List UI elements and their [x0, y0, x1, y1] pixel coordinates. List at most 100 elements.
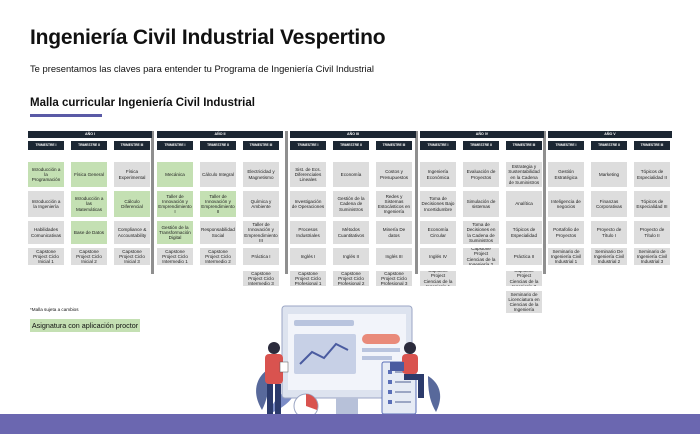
course-cell: Proyecto de Título I	[591, 221, 627, 244]
semester-column: TRIMESTRE III Estrategia y Sustentabilida…	[506, 141, 542, 313]
footer-band	[0, 414, 700, 434]
semester-header: TRIMESTRE III	[634, 141, 670, 150]
course-cell: Capstone Project Ciclo Inicial 3	[114, 248, 150, 265]
course-cell: Responsabilidad Social	[200, 221, 236, 244]
course-cell: Gestión de la Transformación Digital	[157, 221, 193, 244]
gauge-icon	[293, 393, 319, 419]
legend-proctor: Asignatura con aplicación proctor	[30, 319, 140, 332]
section-underline	[30, 114, 102, 117]
course-cell: Investigación de Operaciones	[290, 191, 326, 217]
course-cell: Capstone Project Ciclo Inicial 2	[71, 248, 107, 265]
course-cell: Electricidad y Magnetismo	[243, 162, 279, 187]
semester-column: TRIMESTRE I Sist. de Ecs. Diferenciales L…	[290, 141, 326, 286]
page-subtitle: Te presentamos las claves para entender …	[30, 63, 374, 74]
person-right-icon	[390, 342, 424, 398]
course-cell: Taller de Innovación y Emprendimiento I	[157, 191, 193, 217]
course-cell: Inglés I	[290, 248, 326, 265]
course-cell: Inglés II	[333, 248, 369, 265]
workspace-illustration	[256, 305, 441, 419]
course-cell: Gestión de la Cadena de Suministros	[333, 191, 369, 217]
year-header: AÑO III	[290, 131, 416, 138]
course-cell: Capstone Project Ciclo Profesional 1	[290, 271, 326, 286]
course-cell: Evaluación de Proyectos	[463, 162, 499, 187]
course-cell: Redes y Sistemas Estocásticos en Ingenie…	[376, 191, 412, 217]
semester-header: TRIMESTRE I	[157, 141, 193, 150]
course-cell: Métodos Cuantitativos	[333, 221, 369, 244]
year-divider	[543, 131, 546, 274]
course-cell: Capstone Project Ciencias de la Ingenier…	[463, 248, 499, 265]
course-cell: Química y Ambiente	[243, 191, 279, 217]
semester-header: TRIMESTRE I	[28, 141, 64, 150]
course-cell: Capstone Project Ciencias de la Ingenier…	[506, 271, 542, 286]
course-cell: Finanzas Corporativas	[591, 191, 627, 217]
course-cell: Capstone Project Ciclo Inicial 1	[28, 248, 64, 265]
course-cell: Inglés III	[376, 248, 412, 265]
course-cell: Seminario de Licenciatura en Ciencias de…	[506, 291, 542, 313]
course-cell: Compliance & Accountability	[114, 221, 150, 244]
course-cell: Introducción a las Matemáticas	[71, 191, 107, 217]
course-cell: Seminario de Ingeniería Civil Industrial…	[634, 248, 670, 265]
course-cell: Mecánica	[157, 162, 193, 187]
course-cell: Sist. de Ecs. Diferenciales Lineales	[290, 162, 326, 187]
course-cell: Capstone Project Ciclo Intermedio 1	[157, 248, 193, 265]
course-cell: Práctica I	[243, 248, 279, 265]
course-cell: Cálculo Integral	[200, 162, 236, 187]
semester-header: TRIMESTRE II	[591, 141, 627, 150]
course-cell: Portafolio de Proyectos	[548, 221, 584, 244]
course-cell: Tópicos de Especialidad II	[634, 162, 670, 187]
course-cell: Minería De datos	[376, 221, 412, 244]
course-cell: Capstone Project Ciencias de la Ingenier…	[420, 271, 456, 286]
course-cell: Seminario De Ingeniería Civil Industrial…	[591, 248, 627, 265]
course-cell: Seminario de Ingeniería Civil Industrial…	[548, 248, 584, 265]
course-cell: Economía	[333, 162, 369, 187]
year-header: AÑO II	[157, 131, 283, 138]
course-cell: Introducción a la Programación	[28, 162, 64, 187]
year-divider	[151, 131, 154, 274]
semester-header: TRIMESTRE I	[290, 141, 326, 150]
course-cell: Estrategia y Sustentabilidad en la Caden…	[506, 162, 542, 187]
course-cell: Gestión Estratégica	[548, 162, 584, 187]
course-cell: Tópicos de Especialidad	[506, 221, 542, 244]
course-cell: Cálculo Diferencial	[114, 191, 150, 217]
semester-header: TRIMESTRE II	[71, 141, 107, 150]
course-cell: Capstone Project Ciclo Intermedio 3	[243, 271, 279, 286]
year-header: AÑO V	[548, 131, 672, 138]
semester-header: TRIMESTRE II	[463, 141, 499, 150]
year-divider	[415, 131, 418, 274]
semester-header: TRIMESTRE II	[333, 141, 369, 150]
course-cell: Capstone Project Ciclo Intermedio 2	[200, 248, 236, 265]
course-cell: Taller de Innovación y Emprendimiento II…	[243, 221, 279, 244]
course-cell: Física General	[71, 162, 107, 187]
semester-header: TRIMESTRE III	[243, 141, 279, 150]
course-cell: Proyecto de Título II	[634, 221, 670, 244]
page-title: Ingeniería Civil Industrial Vespertino	[30, 26, 386, 49]
course-cell: Economía Circular	[420, 221, 456, 244]
course-cell: Habilidades Comunicativas	[28, 221, 64, 244]
course-cell: Base de Datos	[71, 221, 107, 244]
person-left-icon	[265, 342, 289, 416]
semester-header: TRIMESTRE I	[420, 141, 456, 150]
semester-column: TRIMESTRE I Introducción a la Programació…	[28, 141, 64, 265]
course-cell: Procesos Industriales	[290, 221, 326, 244]
semester-header: TRIMESTRE II	[200, 141, 236, 150]
year-divider	[285, 131, 288, 274]
course-cell: Ingeniería Económica	[420, 162, 456, 187]
semester-header: TRIMESTRE III	[114, 141, 150, 150]
course-cell: Toma de Decisiones en la Cadena de Sumin…	[463, 221, 499, 244]
course-cell: Capstone Project Ciclo Profesional 2	[333, 271, 369, 286]
course-cell: Toma de Decisiones Bajo Incertidumbre	[420, 191, 456, 217]
footnote: *Malla sujeta a cambios	[30, 307, 79, 312]
semester-header: TRIMESTRE III	[506, 141, 542, 150]
course-cell: Analítica	[506, 191, 542, 217]
course-cell: Taller de Innovación y Emprendimiento II	[200, 191, 236, 217]
